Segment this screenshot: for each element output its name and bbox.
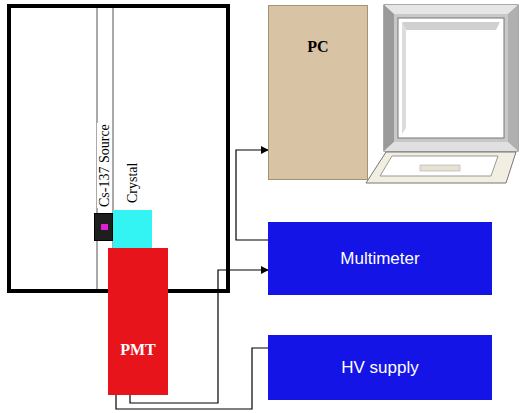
scintillator-crystal: Crystal	[113, 210, 152, 248]
instrument-box: Multimeter	[268, 222, 492, 295]
pc-tower: PC	[268, 5, 368, 180]
instrument-box: HV supply	[268, 335, 492, 400]
monitor-icon	[384, 5, 518, 151]
part-label: Cs-137 Source	[97, 123, 112, 208]
part-label: Crystal	[125, 162, 140, 204]
pmt-tube: PMT	[108, 248, 168, 395]
source-pellet	[101, 224, 108, 230]
instrument-label: HV supply	[341, 358, 418, 378]
keyboard-base	[366, 152, 516, 183]
instrument-label: Multimeter	[340, 249, 419, 269]
signal-wire	[236, 150, 268, 240]
pmt-label: PMT	[120, 341, 156, 359]
pc-label: PC	[307, 38, 328, 56]
source-holder: Cs-137 Source	[94, 213, 113, 241]
